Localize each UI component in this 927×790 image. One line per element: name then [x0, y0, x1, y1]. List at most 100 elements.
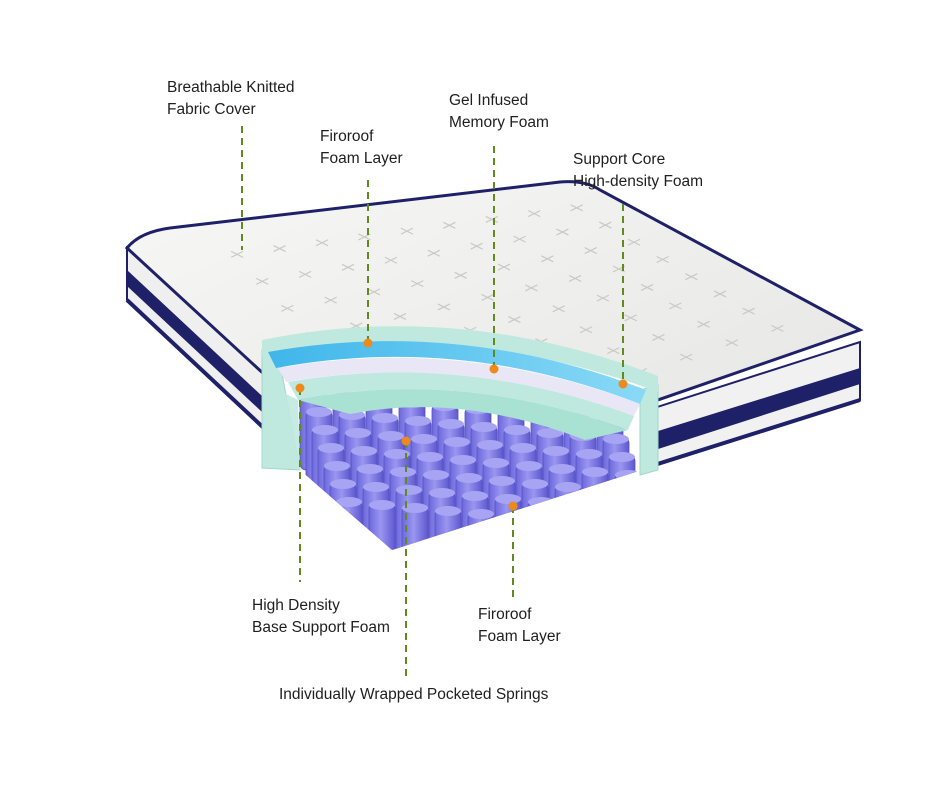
pocket-spring-top	[582, 467, 608, 477]
quilt-stitch	[669, 302, 682, 310]
quilt-stitch	[624, 314, 637, 322]
quilt-stitch	[541, 255, 554, 263]
pocket-spring	[527, 499, 555, 550]
quilt-stitch	[685, 273, 698, 281]
pocket-spring-top	[372, 413, 398, 423]
pocket-spring-top	[489, 476, 515, 486]
quilt-stitch	[255, 277, 269, 285]
pocket-spring-top	[336, 497, 362, 507]
quilt-stitch	[552, 305, 565, 313]
pocket-spring	[632, 526, 642, 550]
quilt-stitch	[400, 227, 414, 235]
quilt-stitch	[393, 312, 407, 320]
pocket-spring-top	[603, 434, 629, 444]
pocket-spring-top	[324, 461, 350, 471]
quilt-stitch	[298, 270, 312, 278]
pocket-spring-top	[417, 452, 443, 462]
pocket-spring	[461, 493, 489, 550]
pocket-spring	[533, 517, 561, 550]
pocket-spring-top	[435, 506, 461, 516]
pocket-spring	[581, 469, 609, 549]
pocket-spring-top	[390, 467, 416, 477]
pocket-spring	[608, 454, 636, 534]
pocket-spring-top	[306, 407, 332, 417]
quilt-stitch	[281, 304, 294, 312]
pocket-spring-top	[600, 521, 626, 531]
quilt-stitch	[454, 271, 467, 279]
quilt-stitch	[713, 290, 727, 298]
quilt-stitch	[742, 307, 755, 315]
quilt-stitch	[579, 326, 593, 334]
quilt-stitch	[437, 303, 451, 311]
pocket-spring-top	[318, 443, 344, 453]
pocket-spring-top	[402, 503, 428, 513]
pocket-spring-top	[633, 524, 642, 534]
pocket-spring-top	[576, 449, 602, 459]
marker-dots	[295, 338, 628, 511]
pocket-spring-top	[378, 431, 404, 441]
quilt-stitch	[596, 294, 610, 302]
pocket-spring	[494, 496, 522, 550]
quilt-stitch	[568, 274, 582, 283]
pocket-spring	[593, 505, 621, 550]
quilt-stitch	[481, 293, 494, 301]
pocket-spring-top	[627, 506, 642, 516]
quilt-stitch	[599, 221, 612, 229]
quilt-stitch	[485, 215, 499, 224]
pocket-spring-top	[477, 440, 503, 450]
pocket-spring-top	[444, 437, 470, 447]
quilt-stitch	[525, 284, 538, 292]
pocket-spring	[548, 466, 576, 546]
quilt-stitch	[427, 249, 441, 257]
pocket-spring-top	[495, 494, 521, 504]
pocket-spring-top	[504, 425, 530, 435]
pocket-spring-top	[384, 449, 410, 459]
pocket-spring	[434, 508, 462, 550]
cutaway-section	[261, 326, 659, 550]
pocket-spring-top	[594, 503, 620, 513]
pocket-spring-top	[621, 488, 642, 498]
pocket-spring	[521, 481, 549, 550]
quilt-stitch	[497, 263, 511, 271]
quilt-stitch	[411, 280, 424, 288]
quilt-stitch	[652, 333, 665, 342]
pocket-spring	[467, 511, 495, 550]
pocket-spring-top	[396, 485, 422, 495]
pocket-spring-top	[411, 434, 437, 444]
dot-foam-top	[363, 338, 373, 348]
quilt-stitch	[697, 320, 710, 328]
quilt-stitch	[527, 210, 541, 218]
quilt-stitch	[679, 353, 693, 361]
pocket-spring-top	[609, 452, 635, 462]
quilt-stitch	[273, 245, 286, 253]
pocket-spring-top	[330, 479, 356, 489]
dot-gel	[489, 364, 499, 374]
pocket-spring-top	[351, 446, 377, 456]
pocket-spring-top	[429, 488, 455, 498]
quilt-stitch	[584, 246, 597, 255]
quilt-stitch	[443, 221, 456, 229]
quilt-stitch	[230, 250, 244, 258]
quilt-stitch	[570, 204, 583, 212]
quilt-stitch	[315, 239, 329, 247]
quilt-stitch	[556, 228, 569, 236]
quilt-stitch	[470, 242, 483, 250]
quilt-stitch	[341, 263, 355, 271]
pocket-spring-top	[456, 473, 482, 483]
quilt-stitch	[627, 238, 641, 246]
quilt-stitch	[367, 288, 381, 296]
quilt-stitch	[771, 324, 784, 332]
pocket-spring-top	[471, 422, 497, 432]
pocket-spring	[587, 487, 615, 550]
dot-springs	[401, 436, 411, 446]
quilt-stitch	[384, 256, 398, 264]
pocket-spring-top	[483, 458, 509, 468]
dot-support	[618, 379, 628, 389]
quilt-stitch	[725, 339, 739, 347]
pocket-spring	[626, 508, 642, 550]
quilt-stitch	[640, 283, 654, 291]
